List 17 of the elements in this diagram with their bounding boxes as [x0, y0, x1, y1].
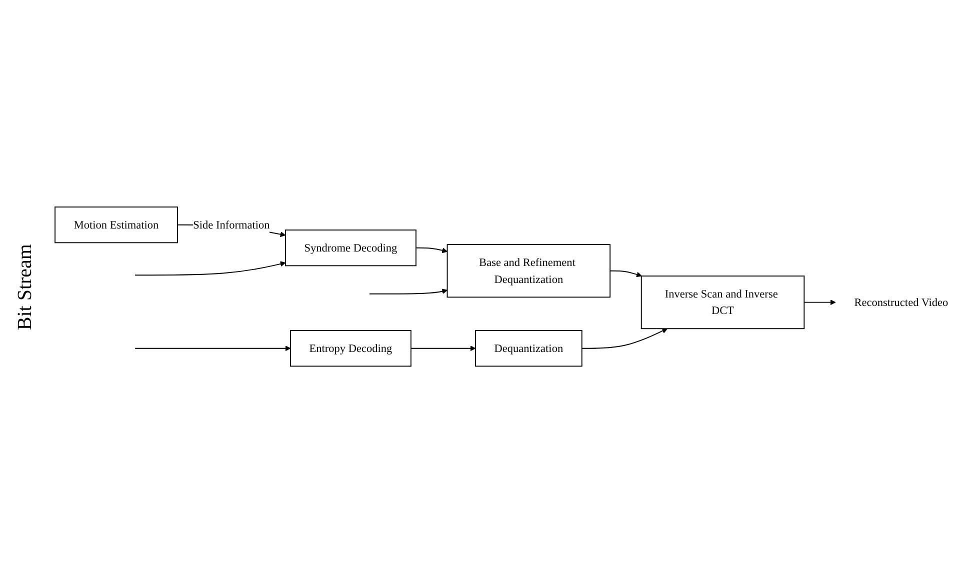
node-box: Base and Refinement Dequantization — [446, 244, 611, 298]
arrow — [416, 248, 448, 254]
arrow — [134, 346, 291, 352]
arrow — [581, 328, 668, 350]
node-box: Motion Estimation — [54, 206, 178, 244]
node-box: Syndrome Decoding — [284, 230, 416, 267]
node-box: Inverse Scan and Inverse DCT — [640, 276, 805, 330]
arrow — [410, 346, 476, 352]
arrow — [134, 262, 286, 276]
node-text: Reconstructed Video — [854, 296, 948, 309]
arrow — [369, 289, 448, 295]
edge-label: Side Information — [193, 218, 270, 232]
arrow — [610, 270, 642, 278]
side-label: Bit Stream — [14, 244, 36, 330]
node-box: Dequantization — [474, 330, 582, 368]
arrow — [804, 300, 836, 306]
node-box: Entropy Decoding — [290, 330, 412, 368]
